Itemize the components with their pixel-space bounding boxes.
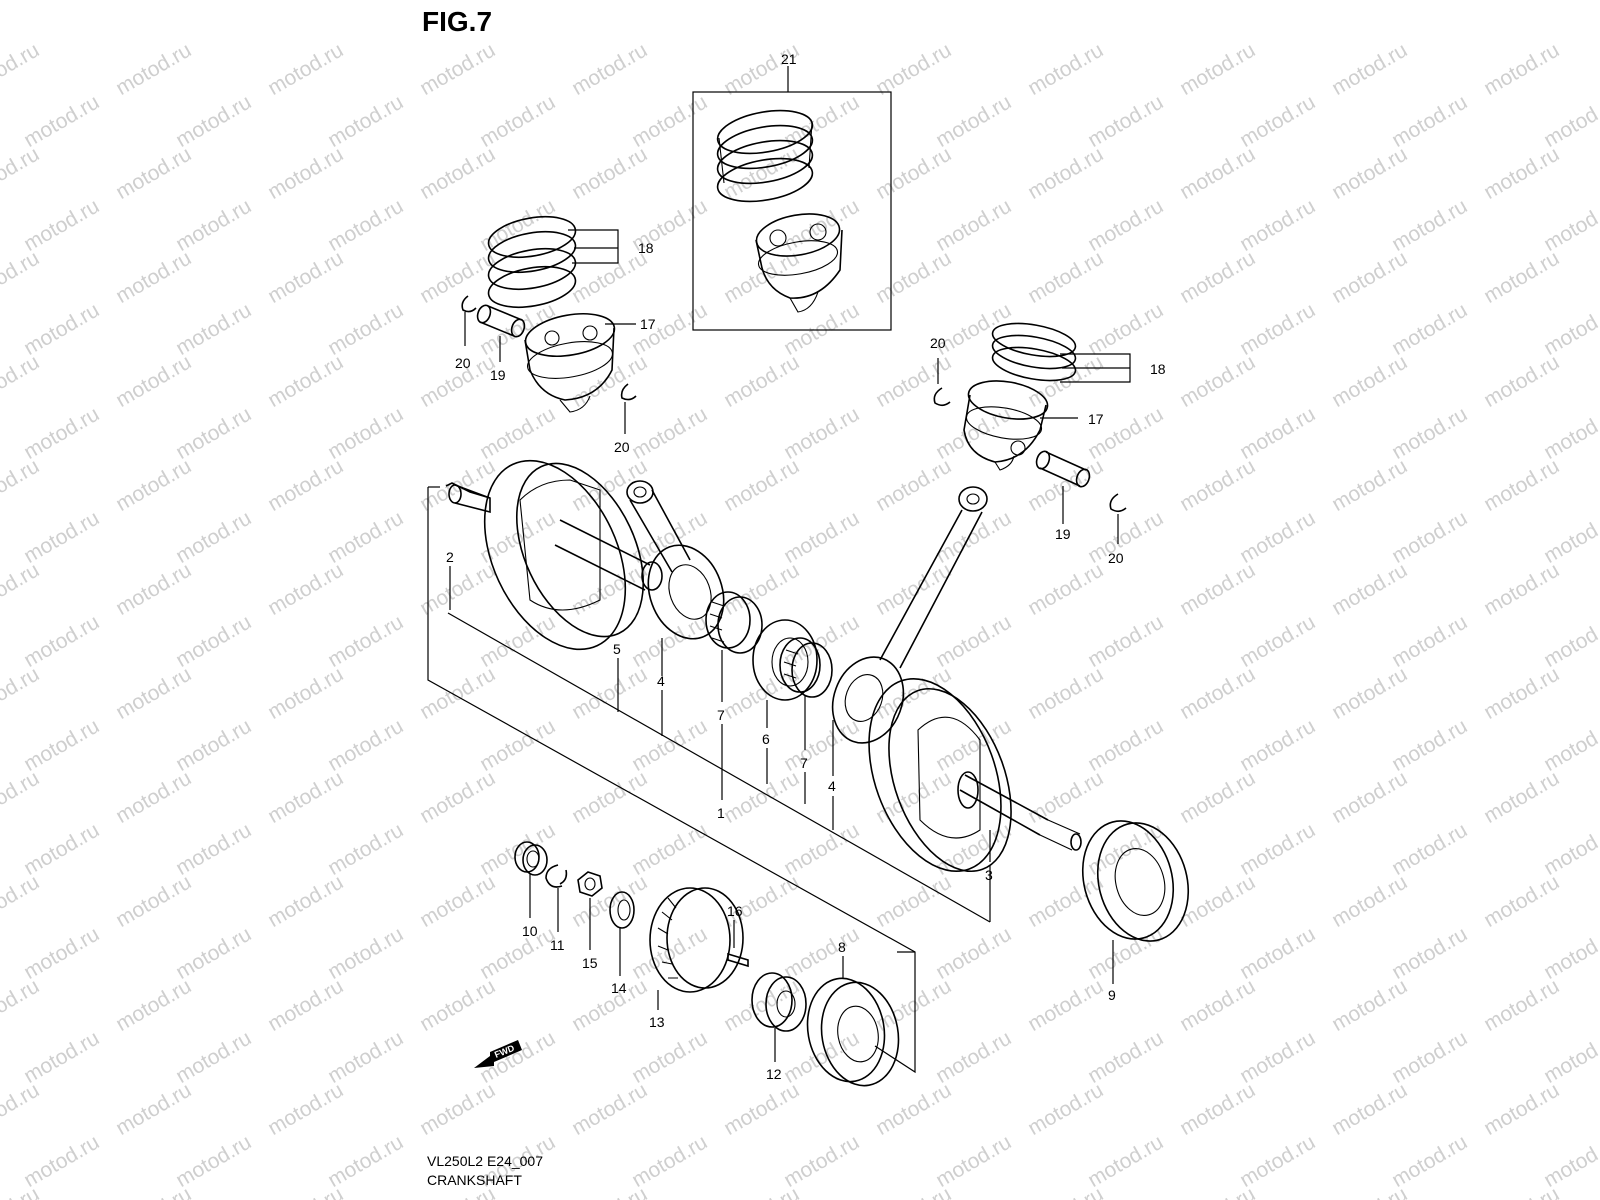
callout-17-right: 17: [1088, 411, 1104, 427]
fwd-arrow: FWD: [474, 1040, 522, 1068]
callout-14: 14: [611, 980, 627, 996]
gear-13: [649, 887, 744, 993]
leader-lines: [449, 66, 1131, 1062]
bearing-8: [806, 977, 900, 1087]
circlip-11: [545, 864, 568, 888]
needle-bearing-7b: [779, 637, 833, 698]
diagram-name: CRANKSHAFT: [427, 1172, 522, 1188]
nut-15: [577, 871, 603, 897]
callout-6: 6: [762, 731, 770, 747]
callout-7-right: 7: [800, 755, 808, 771]
washer-6: [752, 619, 818, 701]
figure-title: FIG.7: [422, 6, 493, 37]
circlip-20c: [933, 387, 951, 407]
piston-set-box: [692, 91, 892, 331]
circlip-20a: [461, 295, 477, 313]
callout-20-left-b: 20: [614, 439, 630, 455]
piston-rings-left-18: [487, 215, 577, 309]
bearing-10: [514, 841, 548, 876]
piston-left-17: [524, 313, 616, 413]
callout-19-left: 19: [490, 367, 506, 383]
callout-20-right-a: 20: [930, 335, 946, 351]
callout-2: 2: [446, 549, 454, 565]
callout-18-right: 18: [1150, 361, 1166, 377]
washer-14: [609, 891, 635, 929]
callout-16: 16: [727, 903, 743, 919]
piston-21: [755, 213, 843, 313]
callout-9: 9: [1108, 987, 1116, 1003]
callout-3: 3: [985, 867, 993, 883]
callout-4-left: 4: [657, 673, 665, 689]
callout-17-left: 17: [640, 316, 656, 332]
piston-right-17: [963, 380, 1049, 471]
diagram-code: VL250L2 E24_007: [427, 1153, 543, 1169]
crank-web-left-2: [445, 459, 663, 651]
callout-13: 13: [649, 1014, 665, 1030]
callout-5: 5: [613, 641, 621, 657]
callout-12: 12: [766, 1066, 782, 1082]
connecting-rod-right-4: [831, 486, 988, 744]
piston-ring-set-21: [716, 109, 814, 203]
callout-21: 21: [781, 51, 797, 67]
piston-pin-right-19: [1035, 450, 1091, 488]
callout-20-right-b: 20: [1108, 550, 1124, 566]
gear-12: [751, 972, 807, 1032]
callout-18-left: 18: [638, 240, 654, 256]
callout-8: 8: [838, 939, 846, 955]
piston-rings-right-18: [991, 322, 1077, 382]
callout-7-left: 7: [717, 707, 725, 723]
callout-4-right: 4: [828, 778, 836, 794]
callout-19-right: 19: [1055, 526, 1071, 542]
callout-10: 10: [522, 923, 538, 939]
callout-20-left-a: 20: [455, 355, 471, 371]
callout-labels: 21 18 17 20 19 20 20 18 17 19 20 2 5 4 7…: [446, 51, 1166, 1082]
callout-11: 11: [550, 937, 565, 953]
callout-1: 1: [717, 805, 725, 821]
crank-web-right-3: [868, 678, 1082, 873]
needle-bearing-7a: [705, 591, 763, 654]
piston-pin-left-19: [476, 304, 526, 338]
circlip-20b: [620, 383, 637, 401]
callout-15: 15: [582, 955, 598, 971]
bearing-9: [1081, 820, 1190, 942]
connecting-rod-left-4: [626, 480, 725, 640]
circlip-20d: [1109, 493, 1127, 513]
assembly-frame: [427, 486, 991, 1074]
key-16: [727, 952, 749, 968]
